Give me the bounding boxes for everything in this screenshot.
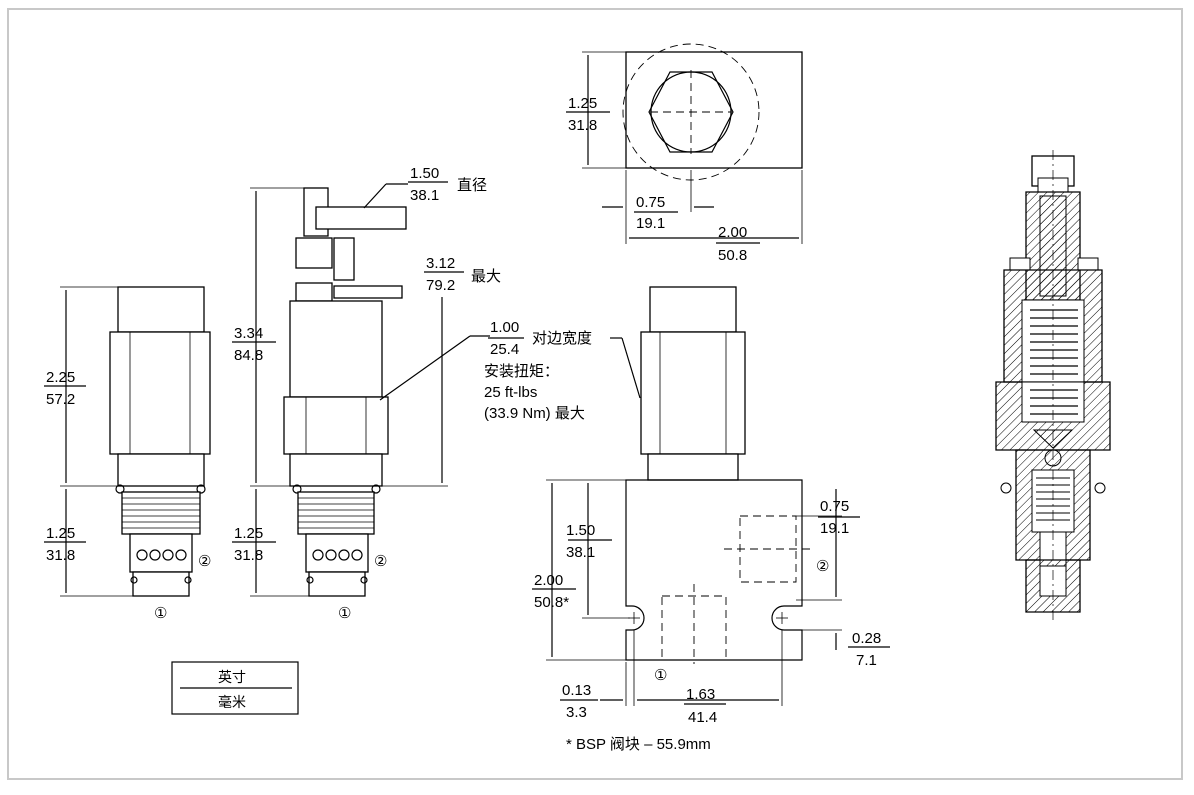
- block-port2-mm: 19.1: [820, 520, 849, 537]
- left-dimensions: [44, 286, 133, 597]
- block-hole-mm: 38.1: [566, 544, 595, 561]
- hex-leader-line: [379, 335, 471, 401]
- hex-across-label: 对边宽度: [532, 330, 592, 347]
- top-offset-mm: 19.1: [636, 215, 665, 232]
- mid-bottom-mm: 31.8: [234, 547, 263, 564]
- block-valve-view: [625, 286, 812, 664]
- section-view: [995, 150, 1111, 622]
- torque-ftlbs: 25 ft-lbs: [484, 384, 537, 401]
- block-height-in: 2.00: [534, 572, 563, 589]
- block-port2-in: 0.75: [820, 498, 849, 515]
- block-left-in: 0.13: [562, 682, 591, 699]
- block-port1-label: ①: [654, 667, 667, 684]
- drawing-frame: [7, 8, 1183, 780]
- left-port2-label: ②: [198, 553, 211, 570]
- left-port1-label: ①: [154, 605, 167, 622]
- middle-valve-view: [283, 187, 407, 597]
- left-valve-view: [109, 286, 211, 597]
- torque-nm: (33.9 Nm) 最大: [484, 405, 585, 422]
- mid-height-mm: 84.8: [234, 347, 263, 364]
- mid-port1-label: ①: [338, 605, 351, 622]
- legend-inch: 英寸: [218, 669, 246, 685]
- top-width-in: 2.00: [718, 224, 747, 241]
- mid-bottom-in: 1.25: [234, 525, 263, 542]
- left-bottom-in: 1.25: [46, 525, 75, 542]
- unit-legend: [171, 661, 299, 715]
- block-edge-in: 0.28: [852, 630, 881, 647]
- legend-mm: 毫米: [218, 694, 246, 710]
- block-height-mm: 50.8*: [534, 594, 569, 611]
- block-left-mm: 3.3: [566, 704, 587, 721]
- top-block-view: [622, 43, 803, 181]
- block-hole-in: 1.50: [566, 522, 595, 539]
- top-width-mm: 50.8: [718, 247, 747, 264]
- torque-title: 安装扭矩：: [484, 363, 559, 380]
- middle-dimensions: [232, 181, 464, 597]
- left-bottom-mm: 31.8: [46, 547, 75, 564]
- mid-max-in: 3.12: [426, 255, 455, 272]
- mid-max-mm: 79.2: [426, 277, 455, 294]
- block-edge-mm: 7.1: [856, 652, 877, 669]
- block-port2-label: ②: [816, 558, 829, 575]
- block-span-in: 1.63: [686, 686, 715, 703]
- hex-across-in: 1.00: [490, 319, 519, 336]
- left-height-in: 2.25: [46, 369, 75, 386]
- top-height-in: 1.25: [568, 95, 597, 112]
- block-dimensions: [532, 479, 890, 706]
- hex-across-mm: 25.4: [490, 341, 519, 358]
- mid-port2-label: ②: [374, 553, 387, 570]
- mid-height-in: 3.34: [234, 325, 263, 342]
- knob-dia-in: 1.50: [410, 165, 439, 182]
- top-dimensions: [566, 51, 803, 244]
- mid-max-label: 最大: [471, 268, 501, 285]
- block-span-mm: 41.4: [688, 709, 717, 726]
- knob-dia-mm: 38.1: [410, 187, 439, 204]
- block-footnote: * BSP 阀块 – 55.9mm: [566, 736, 711, 753]
- top-offset-in: 0.75: [636, 194, 665, 211]
- knob-dia-label: 直径: [457, 177, 487, 194]
- left-height-mm: 57.2: [46, 391, 75, 408]
- top-height-mm: 31.8: [568, 117, 597, 134]
